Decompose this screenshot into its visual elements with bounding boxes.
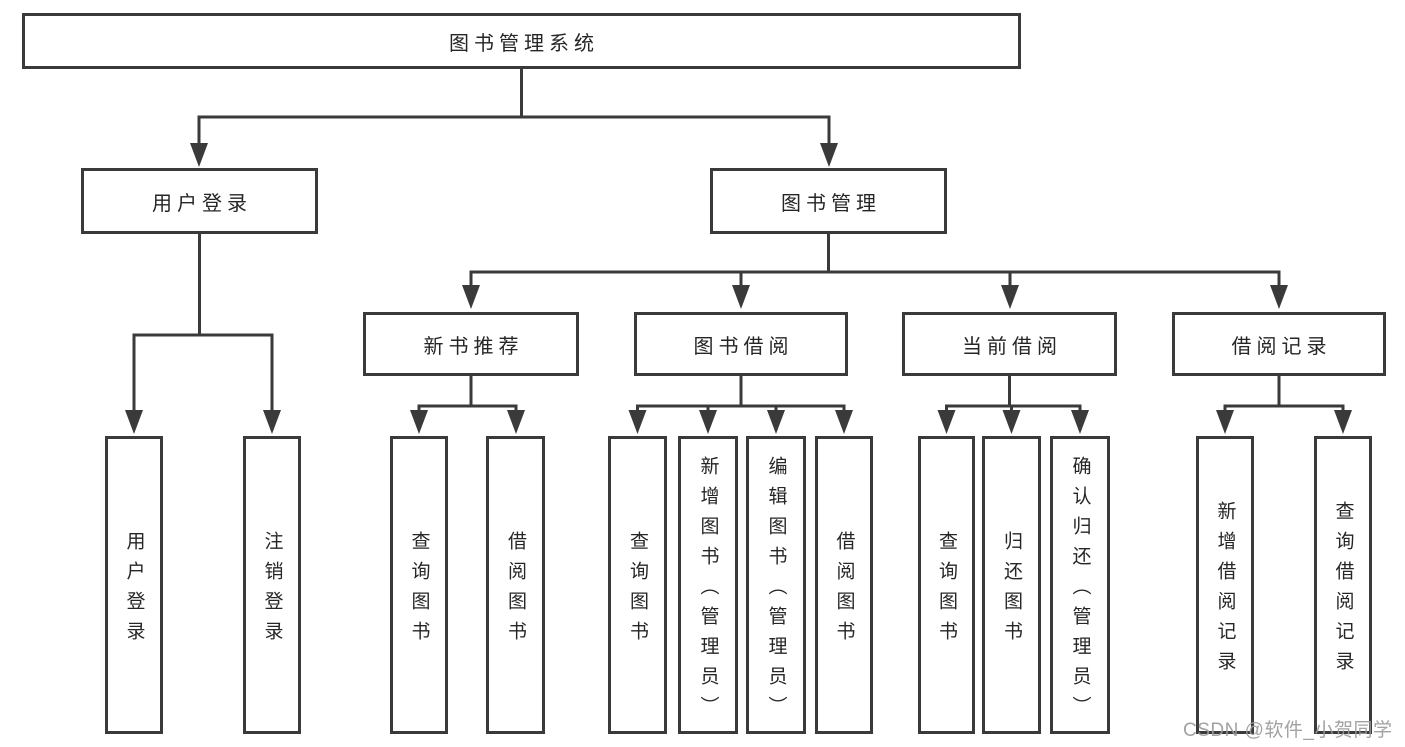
arrow-to-new-book-recommend bbox=[462, 285, 480, 309]
leaf-logout: 注销登录 bbox=[243, 436, 301, 734]
arrow-to-leaf-cb-confirm bbox=[1071, 410, 1089, 434]
node-borrow-records: 借阅记录 bbox=[1172, 312, 1386, 376]
leaf-user-login: 用户登录 bbox=[105, 436, 163, 734]
arrow-to-leaf-bb-add bbox=[699, 410, 717, 434]
connector-login-branch bbox=[132, 232, 274, 416]
arrow-to-leaf-user-login bbox=[125, 410, 143, 434]
connector-management-branch bbox=[469, 232, 1281, 292]
leaf-bb-query-books: 查询图书 bbox=[608, 436, 667, 734]
arrow-to-leaf-rec-borrow bbox=[507, 410, 525, 434]
leaf-cb-query-books: 查询图书 bbox=[918, 436, 975, 734]
leaf-cb-confirm-return-admin: 确认归还（管理员） bbox=[1050, 436, 1110, 734]
leaf-bb-add-books-admin: 新增图书（管理员） bbox=[678, 436, 738, 734]
node-book-management: 图书管理 bbox=[710, 168, 947, 234]
node-user-login: 用户登录 bbox=[81, 168, 318, 234]
arrow-to-book-borrow bbox=[732, 285, 750, 309]
leaf-bb-borrow-books: 借阅图书 bbox=[815, 436, 873, 734]
arrow-to-leaf-cb-return bbox=[1002, 410, 1021, 434]
leaf-br-query-record: 查询借阅记录 bbox=[1314, 436, 1372, 734]
arrow-to-leaf-bb-edit bbox=[767, 410, 785, 434]
node-current-borrow: 当前借阅 bbox=[902, 312, 1117, 376]
arrow-to-leaf-br-query bbox=[1334, 410, 1352, 434]
arrowheads bbox=[125, 143, 1352, 434]
leaf-rec-query-books: 查询图书 bbox=[390, 436, 448, 734]
arrow-to-leaf-logout bbox=[263, 410, 281, 434]
connector-record-split bbox=[1223, 374, 1345, 416]
leaf-cb-return-books: 归还图书 bbox=[982, 436, 1041, 734]
arrow-to-book-management bbox=[820, 143, 838, 167]
arrow-to-current-borrow bbox=[1001, 285, 1019, 309]
arrow-to-leaf-cb-query bbox=[937, 410, 956, 434]
connector-recommend-split bbox=[417, 374, 518, 416]
connector-current-split bbox=[945, 374, 1082, 416]
arrow-to-leaf-bb-query bbox=[628, 410, 647, 434]
leaf-br-add-record: 新增借阅记录 bbox=[1196, 436, 1254, 734]
arrow-to-leaf-rec-query bbox=[410, 410, 428, 434]
arrow-to-leaf-bb-borrow bbox=[835, 410, 853, 434]
node-new-book-recommend: 新书推荐 bbox=[363, 312, 579, 376]
node-root: 图书管理系统 bbox=[22, 13, 1021, 69]
leaf-bb-edit-books-admin: 编辑图书（管理员） bbox=[746, 436, 806, 734]
watermark-text: CSDN @软件_小贺同学 bbox=[1183, 720, 1393, 741]
arrow-to-user-login bbox=[190, 143, 208, 167]
connector-root bbox=[197, 67, 831, 152]
arrow-to-leaf-br-add bbox=[1216, 410, 1234, 434]
leaf-rec-borrow-books: 借阅图书 bbox=[486, 436, 545, 734]
arrow-to-borrow-records bbox=[1270, 285, 1288, 309]
node-book-borrow: 图书借阅 bbox=[634, 312, 848, 376]
connector-borrow-split bbox=[636, 374, 846, 416]
